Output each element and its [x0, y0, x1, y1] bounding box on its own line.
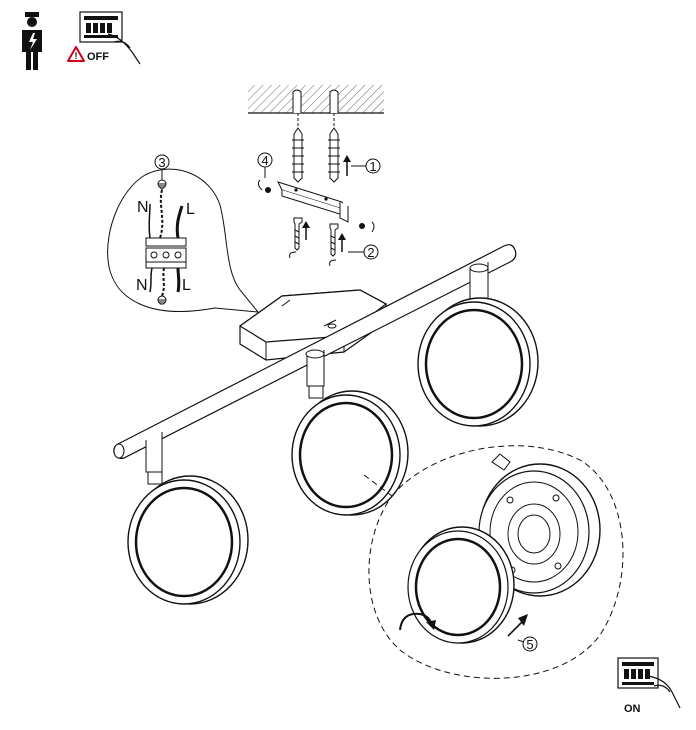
mounting-bracket — [277, 181, 349, 223]
spot-head-middle — [291, 349, 409, 516]
circuit-breaker-icon — [617, 657, 681, 709]
live-top-label: L — [186, 201, 195, 218]
circuit-breaker-icon — [79, 11, 141, 65]
neutral-top-label: N — [137, 199, 149, 216]
live-bottom-label: L — [182, 277, 191, 294]
step-2-label: 2 — [367, 245, 374, 260]
step-5-label: 5 — [526, 637, 533, 652]
ceiling — [248, 85, 384, 114]
arrow-up-icon — [302, 221, 346, 252]
rotate-arrow-icon — [399, 612, 436, 631]
screw-right — [359, 221, 375, 233]
step-4-label: 4 — [261, 153, 268, 168]
diffuser-cover — [407, 526, 515, 644]
spot-head-right — [417, 262, 539, 427]
step-3-label: 3 — [158, 155, 165, 170]
arrow-up-icon — [343, 155, 351, 176]
screw-left — [257, 179, 271, 193]
svg-text:!: ! — [75, 51, 78, 61]
on-label: ON — [624, 703, 641, 715]
wall-plug-right — [328, 127, 340, 183]
spot-head-left — [127, 432, 249, 605]
screw-lower-right — [329, 223, 339, 257]
neutral-bottom-label: N — [136, 277, 148, 294]
screw-lower-left — [293, 217, 303, 251]
warning-triangle-icon: ! — [67, 46, 85, 62]
off-label: OFF — [87, 51, 109, 63]
step-1-label: 1 — [369, 159, 376, 174]
wall-plug-left — [292, 127, 304, 183]
arrow-diagonal-icon — [507, 614, 528, 637]
wiring-detail — [107, 168, 259, 313]
electrician-warning-icon — [22, 12, 42, 70]
